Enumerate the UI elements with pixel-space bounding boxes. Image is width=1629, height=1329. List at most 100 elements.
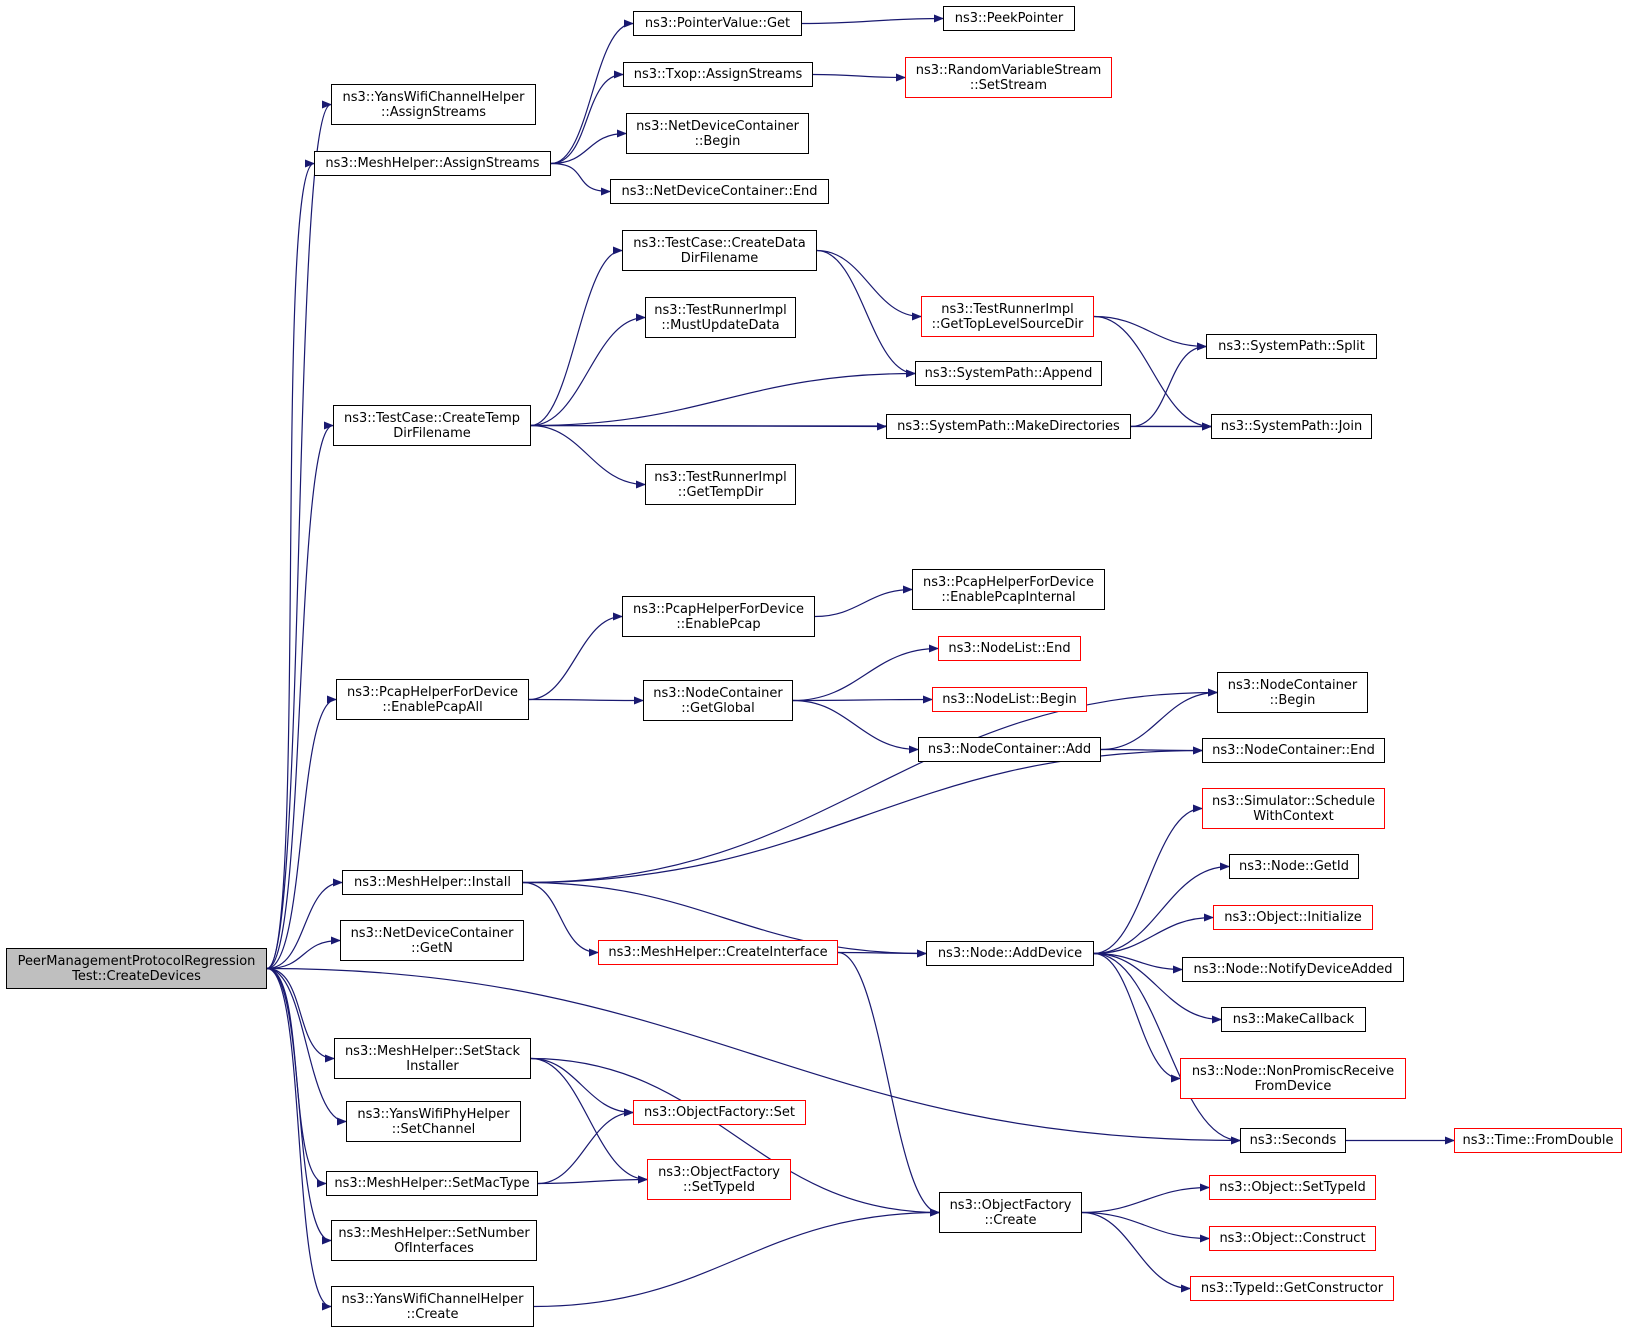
node-ptr-get[interactable]: ns3::PointerValue::Get bbox=[633, 11, 802, 36]
node-rvs-set[interactable]: ns3::RandomVariableStream::SetStream bbox=[905, 57, 1112, 98]
node-mesh-assign[interactable]: ns3::MeshHelper::AssignStreams bbox=[314, 151, 551, 176]
node-yans-assign[interactable]: ns3::YansWifiChannelHelper::AssignStream… bbox=[331, 84, 536, 125]
node-label: ns3::RandomVariableStream::SetStream bbox=[916, 63, 1102, 93]
node-label-line: ns3::ObjectFactory::Set bbox=[643, 1105, 796, 1120]
node-label-line: ns3::Object::Construct bbox=[1219, 1231, 1366, 1246]
node-tri-temp[interactable]: ns3::TestRunnerImpl::GetTempDir bbox=[645, 464, 796, 505]
node-label-line: FromDevice bbox=[1254, 1078, 1332, 1094]
node-ndc-getn[interactable]: ns3::NetDeviceContainer::GetN bbox=[340, 920, 524, 961]
node-typeid-ctor[interactable]: ns3::TypeId::GetConstructor bbox=[1190, 1276, 1394, 1301]
edge-mesh-stack-to-of-set bbox=[530, 1057, 634, 1117]
node-label-line: ns3::ObjectFactory bbox=[658, 1164, 780, 1180]
edge-mesh-createif-to-of-create bbox=[837, 951, 940, 1217]
edge-root-to-tc-temp bbox=[266, 421, 334, 970]
node-label-line: ns3::NodeContainer::End bbox=[1212, 743, 1375, 758]
edge-nc-global-to-nl-end bbox=[792, 644, 939, 702]
node-node-adddev[interactable]: ns3::Node::AddDevice bbox=[926, 941, 1094, 966]
node-tri-top[interactable]: ns3::TestRunnerImpl::GetTopLevelSourceDi… bbox=[921, 296, 1094, 337]
node-label-line: ns3::ObjectFactory bbox=[949, 1197, 1072, 1213]
node-label-line: ::Create bbox=[406, 1306, 459, 1322]
node-label-line: ns3::Object::Initialize bbox=[1224, 910, 1362, 925]
node-label: ns3::PcapHelperForDevice::EnablePcapInte… bbox=[923, 575, 1094, 605]
node-sp-append[interactable]: ns3::SystemPath::Append bbox=[915, 361, 1102, 386]
node-yansphy-setch[interactable]: ns3::YansWifiPhyHelper::SetChannel bbox=[346, 1101, 521, 1142]
node-nc-global[interactable]: ns3::NodeContainer::GetGlobal bbox=[643, 680, 793, 721]
node-sp-split[interactable]: ns3::SystemPath::Split bbox=[1206, 334, 1377, 359]
node-label-line: ::EnablePcap bbox=[676, 616, 761, 632]
node-label-line: ns3::PcapHelperForDevice bbox=[633, 601, 804, 617]
node-ndc-end[interactable]: ns3::NetDeviceContainer::End bbox=[610, 179, 829, 204]
edge-tc-temp-to-tri-temp bbox=[530, 424, 646, 489]
node-pcap-enable[interactable]: ns3::PcapHelperForDevice::EnablePcap bbox=[622, 596, 815, 637]
node-label-line: ns3::TestRunnerImpl bbox=[654, 302, 787, 318]
edge-nc-global-to-nl-begin bbox=[792, 695, 933, 704]
node-obj-construct[interactable]: ns3::Object::Construct bbox=[1209, 1226, 1376, 1251]
node-nc-begin[interactable]: ns3::NodeContainer::Begin bbox=[1217, 672, 1368, 713]
node-node-getid[interactable]: ns3::Node::GetId bbox=[1229, 854, 1359, 879]
node-nc-end[interactable]: ns3::NodeContainer::End bbox=[1202, 738, 1385, 763]
edge-tc-data-to-sp-append bbox=[816, 249, 916, 378]
node-label-line: ns3::NodeList::Begin bbox=[942, 692, 1077, 707]
node-label-line: ns3::YansWifiPhyHelper bbox=[357, 1106, 510, 1122]
node-seconds[interactable]: ns3::Seconds bbox=[1240, 1128, 1346, 1153]
node-label-line: ns3::MeshHelper::SetMacType bbox=[334, 1176, 530, 1191]
node-label: ns3::Object::Construct bbox=[1219, 1231, 1365, 1246]
node-label: ns3::MeshHelper::SetMacType bbox=[334, 1176, 529, 1191]
edge-mesh-install-to-nc-end bbox=[522, 746, 1203, 884]
node-node-notify[interactable]: ns3::Node::NotifyDeviceAdded bbox=[1182, 957, 1404, 982]
node-label-line: ns3::MeshHelper::AssignStreams bbox=[325, 156, 540, 171]
node-nc-add[interactable]: ns3::NodeContainer::Add bbox=[918, 737, 1101, 762]
edge-mesh-stack-to-of-settype bbox=[530, 1057, 648, 1184]
edge-node-adddev-to-node-getid bbox=[1093, 862, 1230, 955]
node-time-fromdouble[interactable]: ns3::Time::FromDouble bbox=[1454, 1128, 1622, 1153]
node-yans-create[interactable]: ns3::YansWifiChannelHelper::Create bbox=[331, 1286, 534, 1327]
node-sp-join[interactable]: ns3::SystemPath::Join bbox=[1211, 414, 1372, 439]
node-ndc-begin[interactable]: ns3::NetDeviceContainer::Begin bbox=[626, 113, 809, 154]
node-mesh-mactype[interactable]: ns3::MeshHelper::SetMacType bbox=[326, 1171, 538, 1196]
edge-root-to-mesh-numif bbox=[266, 967, 332, 1245]
node-label: ns3::Node::NotifyDeviceAdded bbox=[1193, 962, 1392, 977]
node-obj-settype[interactable]: ns3::Object::SetTypeId bbox=[1209, 1175, 1376, 1200]
node-pcap-all[interactable]: ns3::PcapHelperForDevice::EnablePcapAll bbox=[336, 679, 529, 720]
node-label-line: ns3::PcapHelperForDevice bbox=[923, 574, 1094, 590]
node-label: ns3::PcapHelperForDevice::EnablePcapAll bbox=[347, 685, 518, 715]
node-mesh-createif[interactable]: ns3::MeshHelper::CreateInterface bbox=[598, 940, 838, 965]
call-edges bbox=[266, 14, 1455, 1311]
edge-node-adddev-to-seconds bbox=[1093, 952, 1241, 1145]
node-pcap-internal[interactable]: ns3::PcapHelperForDevice::EnablePcapInte… bbox=[912, 569, 1105, 610]
node-label: ns3::ObjectFactory::Create bbox=[950, 1198, 1072, 1228]
node-label-line: Test::CreateDevices bbox=[72, 968, 201, 984]
edge-mesh-install-to-nc-begin bbox=[522, 688, 1218, 884]
node-nl-begin[interactable]: ns3::NodeList::Begin bbox=[932, 687, 1087, 712]
edge-tc-temp-to-tc-data bbox=[530, 246, 623, 427]
node-sp-mkdir[interactable]: ns3::SystemPath::MakeDirectories bbox=[886, 414, 1131, 439]
node-of-settype[interactable]: ns3::ObjectFactory::SetTypeId bbox=[647, 1159, 791, 1200]
node-label-line: ns3::TestRunnerImpl bbox=[654, 469, 787, 485]
node-label-line: ns3::Node::AddDevice bbox=[937, 946, 1083, 961]
node-peek[interactable]: ns3::PeekPointer bbox=[943, 6, 1075, 31]
node-label-line: ns3::Node::GetId bbox=[1239, 859, 1349, 874]
node-label-line: ns3::TestCase::CreateTemp bbox=[343, 410, 521, 426]
node-label: ns3::YansWifiChannelHelper::AssignStream… bbox=[343, 90, 525, 120]
node-of-set[interactable]: ns3::ObjectFactory::Set bbox=[633, 1100, 806, 1125]
node-label-line: ns3::NetDeviceContainer bbox=[636, 118, 799, 134]
node-obj-init[interactable]: ns3::Object::Initialize bbox=[1213, 905, 1373, 930]
edge-txop-assign-to-rvs-set bbox=[812, 73, 906, 82]
node-tri-must[interactable]: ns3::TestRunnerImpl::MustUpdateData bbox=[645, 297, 796, 338]
edge-sp-mkdir-to-sp-split bbox=[1130, 342, 1207, 428]
node-make-cb[interactable]: ns3::MakeCallback bbox=[1221, 1007, 1366, 1032]
node-of-create[interactable]: ns3::ObjectFactory::Create bbox=[939, 1192, 1082, 1233]
node-mesh-install[interactable]: ns3::MeshHelper::Install bbox=[342, 870, 523, 895]
node-label: ns3::Node::GetId bbox=[1239, 859, 1349, 874]
node-nl-end[interactable]: ns3::NodeList::End bbox=[938, 636, 1081, 661]
edge-mesh-mactype-to-of-set bbox=[537, 1108, 634, 1185]
node-txop-assign[interactable]: ns3::Txop::AssignStreams bbox=[623, 62, 813, 87]
